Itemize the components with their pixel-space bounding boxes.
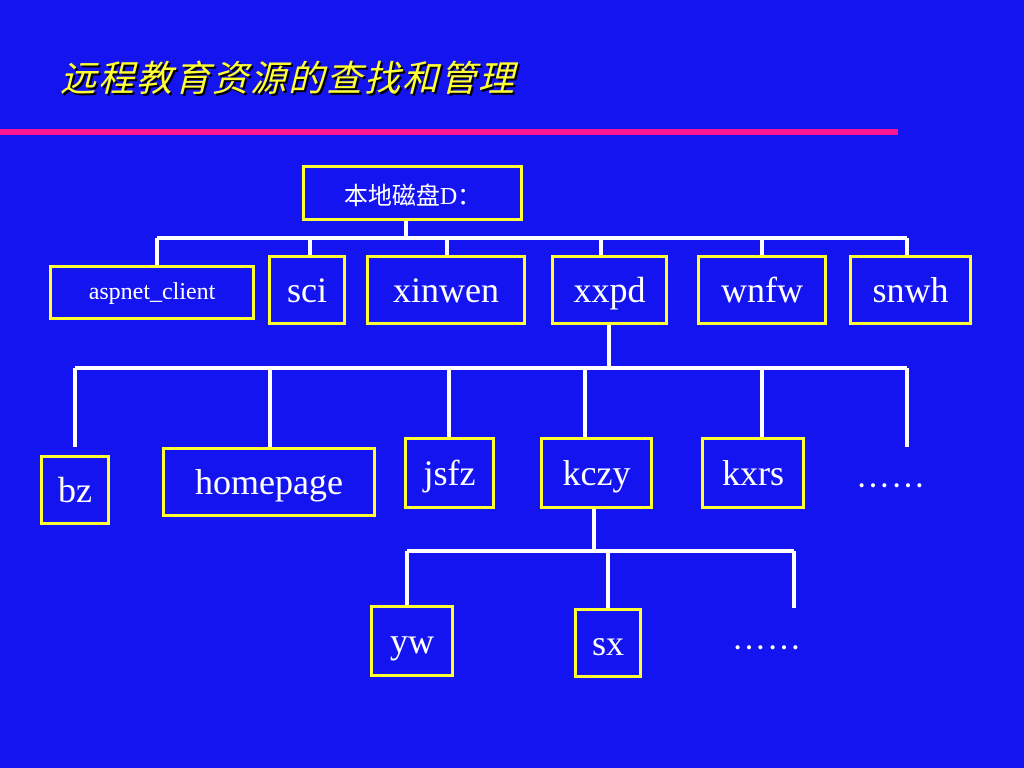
node-wnfw: wnfw	[697, 255, 827, 325]
slide-title: 远程教育资源的查找和管理	[60, 59, 517, 100]
node-jsfz: jsfz	[404, 437, 495, 509]
node-snwh: snwh	[849, 255, 972, 325]
node-label: wnfw	[721, 270, 803, 310]
node-more-level2: ……	[856, 458, 926, 495]
node-label: bz	[58, 470, 92, 510]
node-label: xinwen	[393, 270, 499, 310]
node-bz: bz	[40, 455, 110, 525]
node-label: kczy	[562, 453, 631, 493]
node-aspnet_client: aspnet_client	[49, 265, 255, 320]
node-kxrs: kxrs	[701, 437, 805, 509]
node-label: jsfz	[423, 453, 476, 493]
node-label: sci	[287, 270, 327, 310]
node-sci: sci	[268, 255, 346, 325]
node-xxpd: xxpd	[551, 255, 668, 325]
node-more-level3: ……	[732, 620, 802, 657]
node-root-label: 本地磁盘D：	[343, 183, 482, 210]
node-label: kxrs	[722, 453, 784, 493]
node-label: aspnet_client	[88, 279, 216, 305]
node-label: homepage	[195, 462, 343, 502]
node-xinwen: xinwen	[366, 255, 526, 325]
node-yw: yw	[370, 605, 454, 677]
node-label: xxpd	[573, 270, 646, 310]
title-underline	[0, 129, 898, 135]
node-kczy: kczy	[540, 437, 653, 509]
node-homepage: homepage	[162, 447, 376, 517]
node-label: sx	[591, 623, 624, 663]
node-sx: sx	[574, 608, 642, 678]
node-root: 本地磁盘D：	[302, 165, 523, 221]
node-label: yw	[390, 621, 434, 661]
node-label: snwh	[872, 270, 949, 310]
